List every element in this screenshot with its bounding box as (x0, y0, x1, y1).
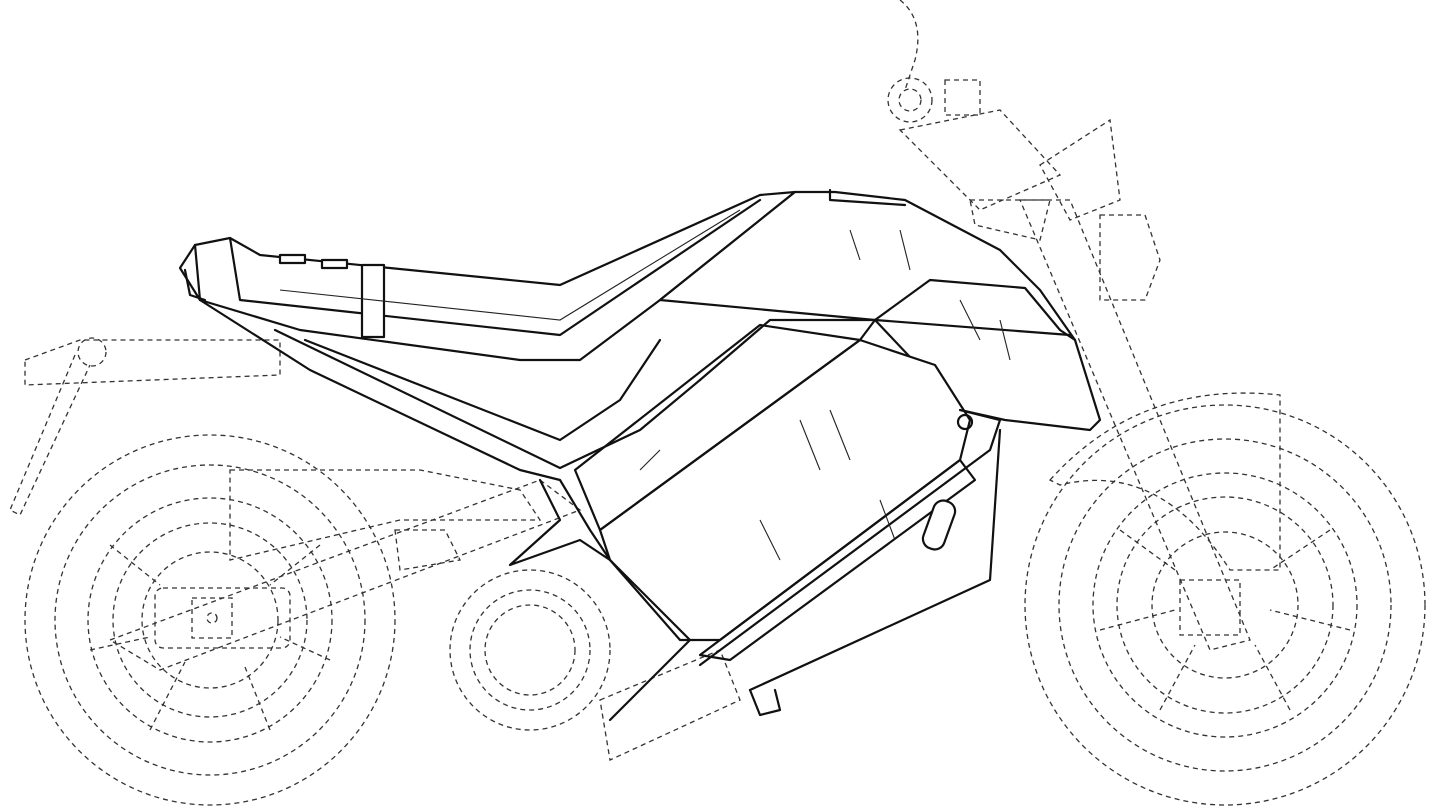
battery-pack (573, 318, 1002, 722)
front-fork (887, 0, 1251, 651)
drive-pulley (449, 569, 741, 761)
front-wheel (1024, 392, 1426, 806)
rear-frame (9, 337, 582, 671)
frame-body (198, 298, 702, 567)
rear-wheel (24, 434, 396, 806)
